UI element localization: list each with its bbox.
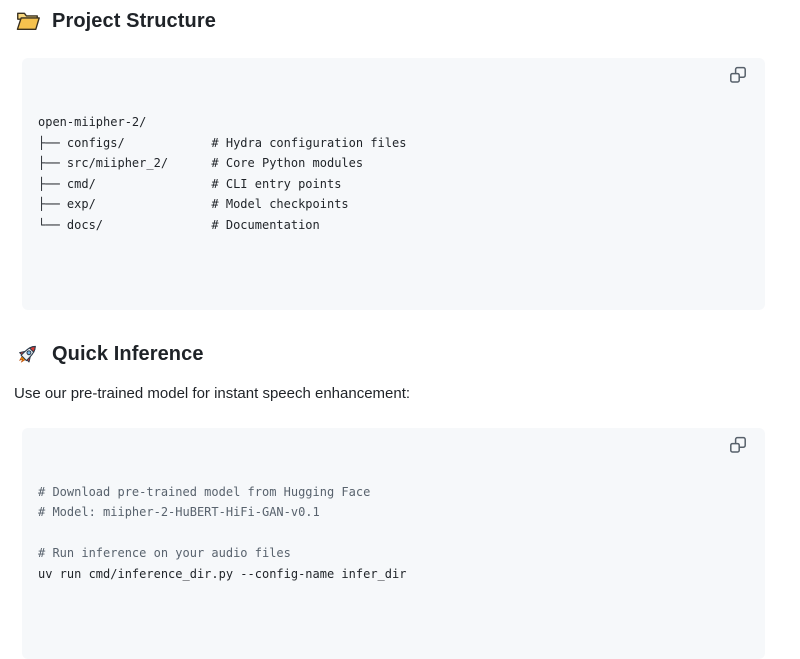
code-line: └── docs/ # Documentation	[38, 217, 320, 232]
code-line: # Model: miipher-2-HuBERT-HiFi-GAN-v0.1	[38, 505, 320, 519]
code-line: # Download pre-trained model from Huggin…	[38, 484, 371, 499]
copy-button[interactable]	[727, 64, 749, 86]
project-structure-heading: Project Structure	[14, 8, 786, 34]
code-line: ├── cmd/ # CLI entry points	[38, 176, 342, 191]
code-line: ├── exp/ # Model checkpoints	[38, 197, 349, 211]
heading-text: Quick Inference	[52, 343, 204, 365]
code-line: # Run inference on your audio files	[38, 546, 291, 560]
heading-text: Project Structure	[52, 9, 216, 32]
code-content: open-miipher-2/ ├── configs/ # Hydra conf…	[38, 112, 749, 235]
quick-inference-code-block: # Download pre-trained model from Huggin…	[22, 427, 765, 659]
code-content: # Download pre-trained model from Huggin…	[38, 482, 749, 585]
quick-inference-heading: Quick Inference	[14, 342, 786, 368]
code-line: ├── configs/ # Hydra configuration files	[38, 135, 407, 150]
copy-icon	[729, 436, 747, 454]
open-folder-icon	[14, 8, 41, 34]
code-line: ├── src/miipher_2/ # Core Python modules	[38, 156, 364, 170]
quick-inference-intro: Use our pre-trained model for instant sp…	[14, 384, 411, 402]
copy-icon	[729, 66, 747, 84]
copy-button[interactable]	[727, 434, 749, 456]
project-structure-code-block: open-miipher-2/ ├── configs/ # Hydra conf…	[22, 58, 765, 310]
code-line	[38, 523, 749, 544]
code-line: open-miipher-2/	[38, 115, 147, 129]
code-line: uv run cmd/inference_dir.py --config-nam…	[38, 566, 407, 581]
rocket-icon	[14, 342, 41, 368]
